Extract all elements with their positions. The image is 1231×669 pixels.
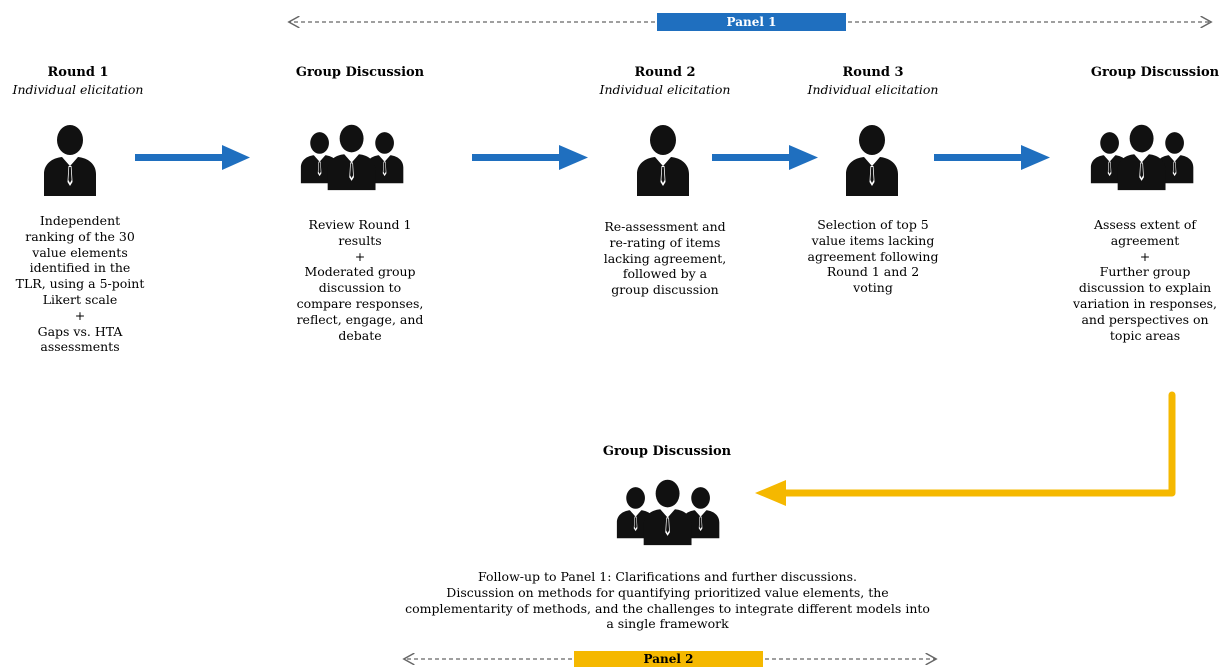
- flow-arrow-3: [712, 145, 818, 170]
- step1-subtitle: Individual elicitation: [12, 82, 144, 97]
- flow-arrow-1: [135, 145, 250, 170]
- single-person-icon: [44, 125, 96, 196]
- step5-title: Group Discussion: [1090, 65, 1220, 80]
- step1-description: Independent ranking of the 30 value elem…: [15, 213, 145, 355]
- single-person-icon: [846, 125, 898, 196]
- panel1-label: Panel 1: [657, 13, 846, 31]
- step4-title: Round 3: [842, 65, 904, 80]
- step2-title: Group Discussion: [295, 65, 425, 80]
- step3-subtitle: Individual elicitation: [599, 82, 731, 97]
- panel2-step-title: Group Discussion: [602, 444, 732, 459]
- step3-title: Round 2: [634, 65, 696, 80]
- step2-description: Review Round 1 results + Moderated group…: [296, 217, 424, 343]
- step3-description: Re-assessment and re-rating of items lac…: [603, 219, 727, 298]
- group-icon: [1087, 122, 1197, 194]
- panel2-label: Panel 2: [574, 651, 763, 667]
- flow-arrow-2: [472, 145, 588, 170]
- step5-description: Assess extent of agreement + Further gro…: [1072, 217, 1218, 343]
- flow-arrow-panel2: [755, 391, 1176, 506]
- single-person-icon: [637, 125, 689, 196]
- step4-description: Selection of top 5 value items lacking a…: [807, 217, 939, 296]
- group-icon: [613, 477, 723, 549]
- group-icon: [297, 122, 407, 194]
- flow-arrow-4: [934, 145, 1050, 170]
- panel2-step-description: Follow-up to Panel 1: Clarifications and…: [405, 569, 930, 632]
- step4-subtitle: Individual elicitation: [807, 82, 939, 97]
- step1-title: Round 1: [47, 65, 109, 80]
